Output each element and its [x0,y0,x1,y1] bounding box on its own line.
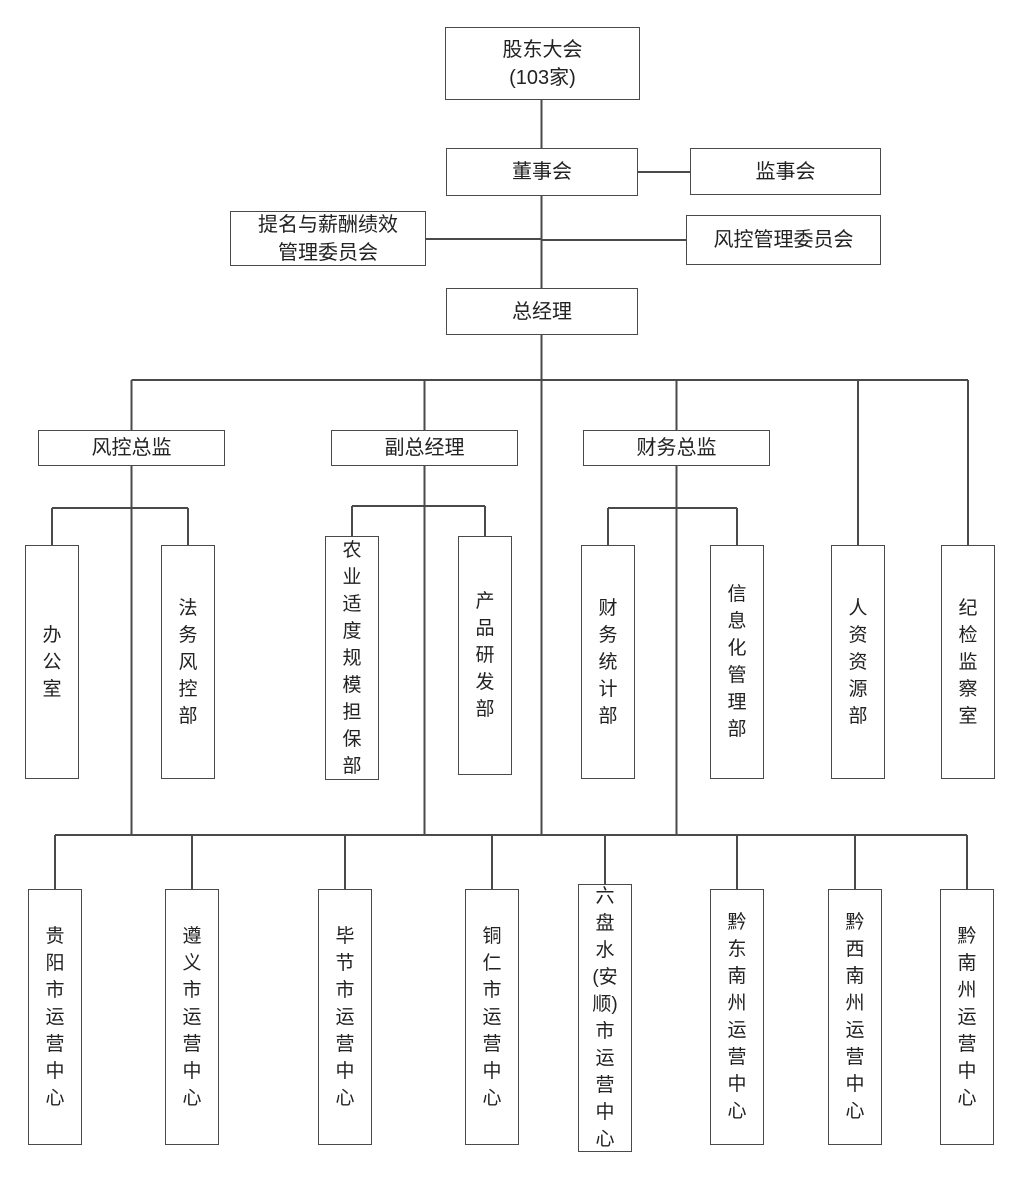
node-bijie-operations-center-label: 毕节市运营中心 [335,925,355,1109]
node-tongren-operations-center: 铜仁市运营中心 [465,889,519,1145]
node-deputy-general-manager: 副总经理 [331,430,518,466]
node-finance-statistics-dept-label: 财务统计部 [598,597,618,727]
node-risk-control-director: 风控总监 [38,430,225,466]
node-supervisory-board: 监事会 [690,148,881,195]
node-zunyi-operations-center-label: 遵义市运营中心 [182,925,202,1109]
node-qiannan-operations-center: 黔南州运营中心 [940,889,994,1145]
node-zunyi-operations-center: 遵义市运营中心 [165,889,219,1145]
node-nomination-compensation-committee: 提名与薪酬绩效 管理委员会 [230,211,426,266]
node-finance-statistics-dept: 财务统计部 [581,545,635,779]
node-office-dept-label: 办公室 [42,624,62,700]
node-liupanshui-anshun-operations-center: 六盘水(安顺)市运营中心 [578,884,632,1152]
node-info-management-dept: 信息化管理部 [710,545,764,779]
node-discipline-inspection-office-label: 纪检监察室 [958,597,978,727]
node-discipline-inspection-office: 纪检监察室 [941,545,995,779]
node-legal-risk-dept: 法务风控部 [161,545,215,779]
node-risk-control-committee: 风控管理委员会 [686,215,881,265]
node-tongren-operations-center-label: 铜仁市运营中心 [482,925,502,1109]
node-hr-dept: 人资资源部 [831,545,885,779]
node-general-manager: 总经理 [446,288,638,335]
node-guiyang-operations-center: 贵阳市运营中心 [28,889,82,1145]
node-qiannan-operations-center-label: 黔南州运营中心 [957,925,977,1109]
node-office-dept: 办公室 [25,545,79,779]
node-shareholders-meeting: 股东大会 (103家) [445,27,640,100]
node-info-management-dept-label: 信息化管理部 [727,584,747,740]
node-qianxinan-operations-center: 黔西南州运营中心 [828,889,882,1145]
node-legal-risk-dept-label: 法务风控部 [178,597,198,727]
node-board-of-directors: 董事会 [446,148,638,196]
node-agri-guarantee-dept-label: 农业适度规模担保部 [342,539,362,777]
node-guiyang-operations-center-label: 贵阳市运营中心 [45,925,65,1109]
node-liupanshui-anshun-operations-center-label: 六盘水(安顺)市运营中心 [592,886,618,1150]
node-finance-director: 财务总监 [583,430,770,466]
node-bijie-operations-center: 毕节市运营中心 [318,889,372,1145]
node-product-rd-dept-label: 产品研发部 [475,591,495,720]
node-hr-dept-label: 人资资源部 [848,597,868,727]
node-qiandongnan-operations-center: 黔东南州运营中心 [710,889,764,1145]
node-qianxinan-operations-center-label: 黔西南州运营中心 [845,912,865,1122]
node-product-rd-dept: 产品研发部 [458,536,512,775]
node-qiandongnan-operations-center-label: 黔东南州运营中心 [727,912,747,1122]
node-agri-guarantee-dept: 农业适度规模担保部 [325,536,379,780]
